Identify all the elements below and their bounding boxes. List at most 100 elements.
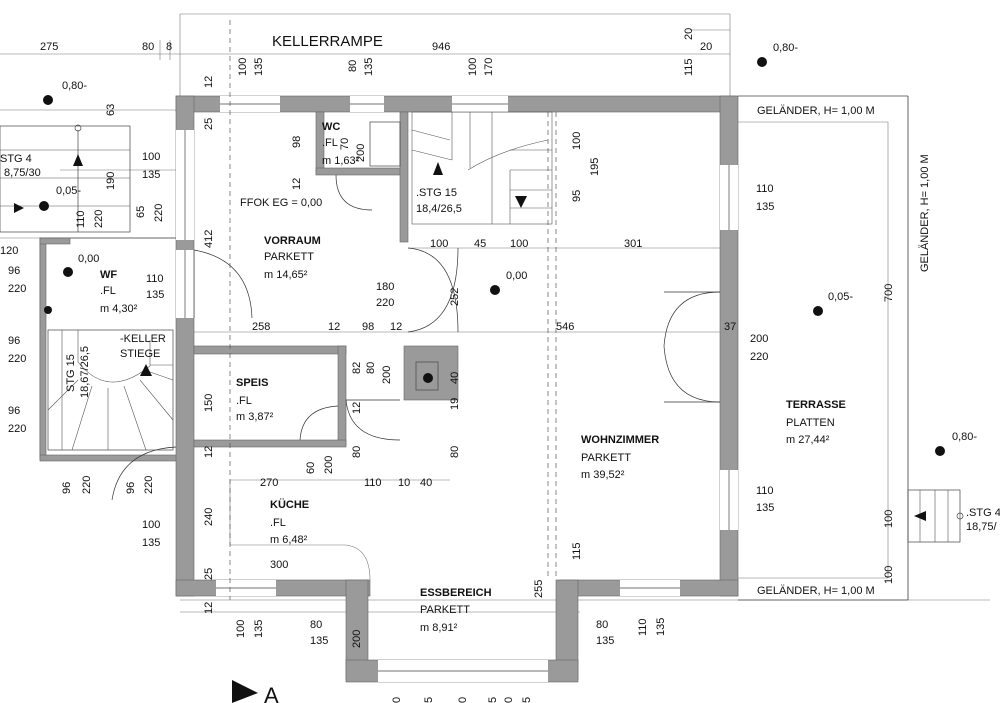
dimension-label: 135: [310, 635, 328, 647]
room-floor-terrasse: PLATTEN: [786, 417, 835, 429]
dimension-label: 12: [291, 178, 303, 190]
level-value: 0,05-: [56, 185, 81, 197]
dimension-label: 100: [235, 620, 247, 638]
dimension-label: 300: [270, 559, 288, 571]
dimension-label: 258: [252, 321, 270, 333]
terrace-stair-arrow-icon: [914, 511, 926, 521]
dimension-label: 100: [883, 510, 895, 528]
stg4-right-label: .STG 4: [966, 507, 1000, 519]
stg4-right-ratio: 18,75/: [966, 521, 998, 533]
level-value: 0,80-: [773, 42, 798, 54]
dimension-label: 45: [474, 238, 486, 250]
window-lines: [184, 103, 730, 672]
dimension-label: 100: [237, 58, 249, 76]
dimension-label: 5: [423, 697, 435, 703]
dimension-label: 220: [81, 476, 93, 494]
room-floor-kueche: .FL: [270, 517, 286, 529]
dimension-label: 200: [323, 456, 335, 474]
dimension-label: 546: [556, 321, 574, 333]
level-value: 0,00: [506, 270, 527, 282]
dimension-label: 135: [142, 537, 160, 549]
room-name-wohnzimmer: WOHNZIMMER: [581, 434, 659, 446]
keller-stair: [47, 329, 174, 451]
dimension-label: 100: [883, 566, 895, 584]
dimension-label: 100: [510, 238, 528, 250]
dimension-label: 10: [398, 477, 410, 489]
dimension-label: 0: [391, 697, 403, 703]
room-name-kueche: KÜCHE: [270, 498, 309, 511]
dimension-label: 37: [724, 321, 736, 333]
dimension-label: 200: [750, 333, 768, 345]
room-area-essbereich: m 8,91²: [420, 622, 458, 634]
room-floor-vorraum: PARKETT: [264, 251, 314, 263]
level-value: 0,05-: [828, 291, 853, 303]
dimension-label: 5: [487, 697, 499, 703]
dimension-label: 96: [8, 405, 20, 417]
dimension-label: 96: [8, 265, 20, 277]
dimension-label: 135: [655, 618, 667, 636]
dimension-label: 200: [381, 366, 393, 384]
dimension-label: 100: [142, 519, 160, 531]
room-area-wf: m 4,30²: [100, 303, 138, 315]
room-area-wohnzimmer: m 39,52²: [581, 469, 625, 481]
dimension-label: 220: [153, 204, 165, 222]
room-name-speis: SPEIS: [236, 377, 268, 389]
stg15-keller-label: STG 15: [65, 354, 77, 392]
room-area-speis: m 3,87²: [236, 411, 274, 423]
dimension-label: 19: [449, 398, 461, 410]
dimension-label: 80: [449, 446, 461, 458]
level-value: 0,00: [78, 253, 99, 265]
dimension-label: 12: [203, 446, 215, 458]
dimension-label: 12: [351, 402, 363, 414]
dimension-label: 12: [203, 602, 215, 614]
dimension-label: 96: [125, 482, 137, 494]
dimension-label: 95: [571, 190, 583, 202]
dimension-label: 12: [328, 321, 340, 333]
dimension-label: 220: [93, 210, 105, 228]
dimension-label: 80: [365, 362, 377, 374]
gelaender-bottom-label: GELÄNDER, H= 1,00 M: [757, 585, 875, 597]
stg15-keller-ratio: 18,67/26,5: [79, 346, 91, 398]
room-name-essbereich: ESSBEREICH: [420, 587, 492, 599]
dimension-label: 180: [376, 281, 394, 293]
dimension-label: 150: [203, 394, 215, 412]
dimension-label: 255: [533, 580, 545, 598]
level-value: 0,80-: [952, 431, 977, 443]
stg15-label: .STG 15: [416, 187, 457, 199]
dimension-label: 110: [364, 477, 382, 489]
main-staircase: [411, 111, 553, 225]
room-area-kueche: m 6,48²: [270, 534, 308, 546]
ffok-label: FFOK EG = 0,00: [240, 197, 322, 209]
dimension-label: 110: [146, 273, 164, 285]
section-arrow-icon: [232, 680, 258, 703]
dimension-label: 220: [8, 353, 26, 365]
level-marker-icon: [39, 57, 945, 456]
dimension-label: 190: [105, 172, 117, 190]
dimension-label: 220: [8, 423, 26, 435]
staircase-up-arrow-icon: [433, 162, 443, 175]
dimension-label: 110: [756, 485, 774, 497]
dimension-label: 98: [291, 136, 303, 148]
dimension-label: 12: [390, 321, 402, 333]
dimension-label: 40: [420, 477, 432, 489]
dimension-label: 220: [376, 297, 394, 309]
dimension-label: 70: [339, 138, 351, 150]
dimension-label: 195: [589, 158, 601, 176]
room-floor-speis: .FL: [236, 395, 252, 407]
left-stair-arrow-icon: [14, 203, 24, 213]
stair-up-arrow-icon: [73, 154, 83, 166]
dimension-label: 96: [61, 482, 73, 494]
dimension-label: 100: [571, 132, 583, 150]
dimension-label: 120: [0, 245, 18, 257]
dimension-label: 20: [683, 28, 695, 40]
dimension-label: 100: [430, 238, 448, 250]
stiege-label: STIEGE: [120, 348, 160, 360]
room-name-terrasse: TERRASSE: [786, 399, 846, 411]
dimension-label: 135: [596, 635, 614, 647]
dimension-label: 135: [756, 502, 774, 514]
dimension-label: 110: [756, 183, 774, 195]
dimension-label: 80: [351, 446, 363, 458]
dimension-label: 80: [310, 619, 322, 631]
room-floor-wohnzimmer: PARKETT: [581, 452, 631, 464]
dimension-label: 200: [355, 144, 367, 162]
